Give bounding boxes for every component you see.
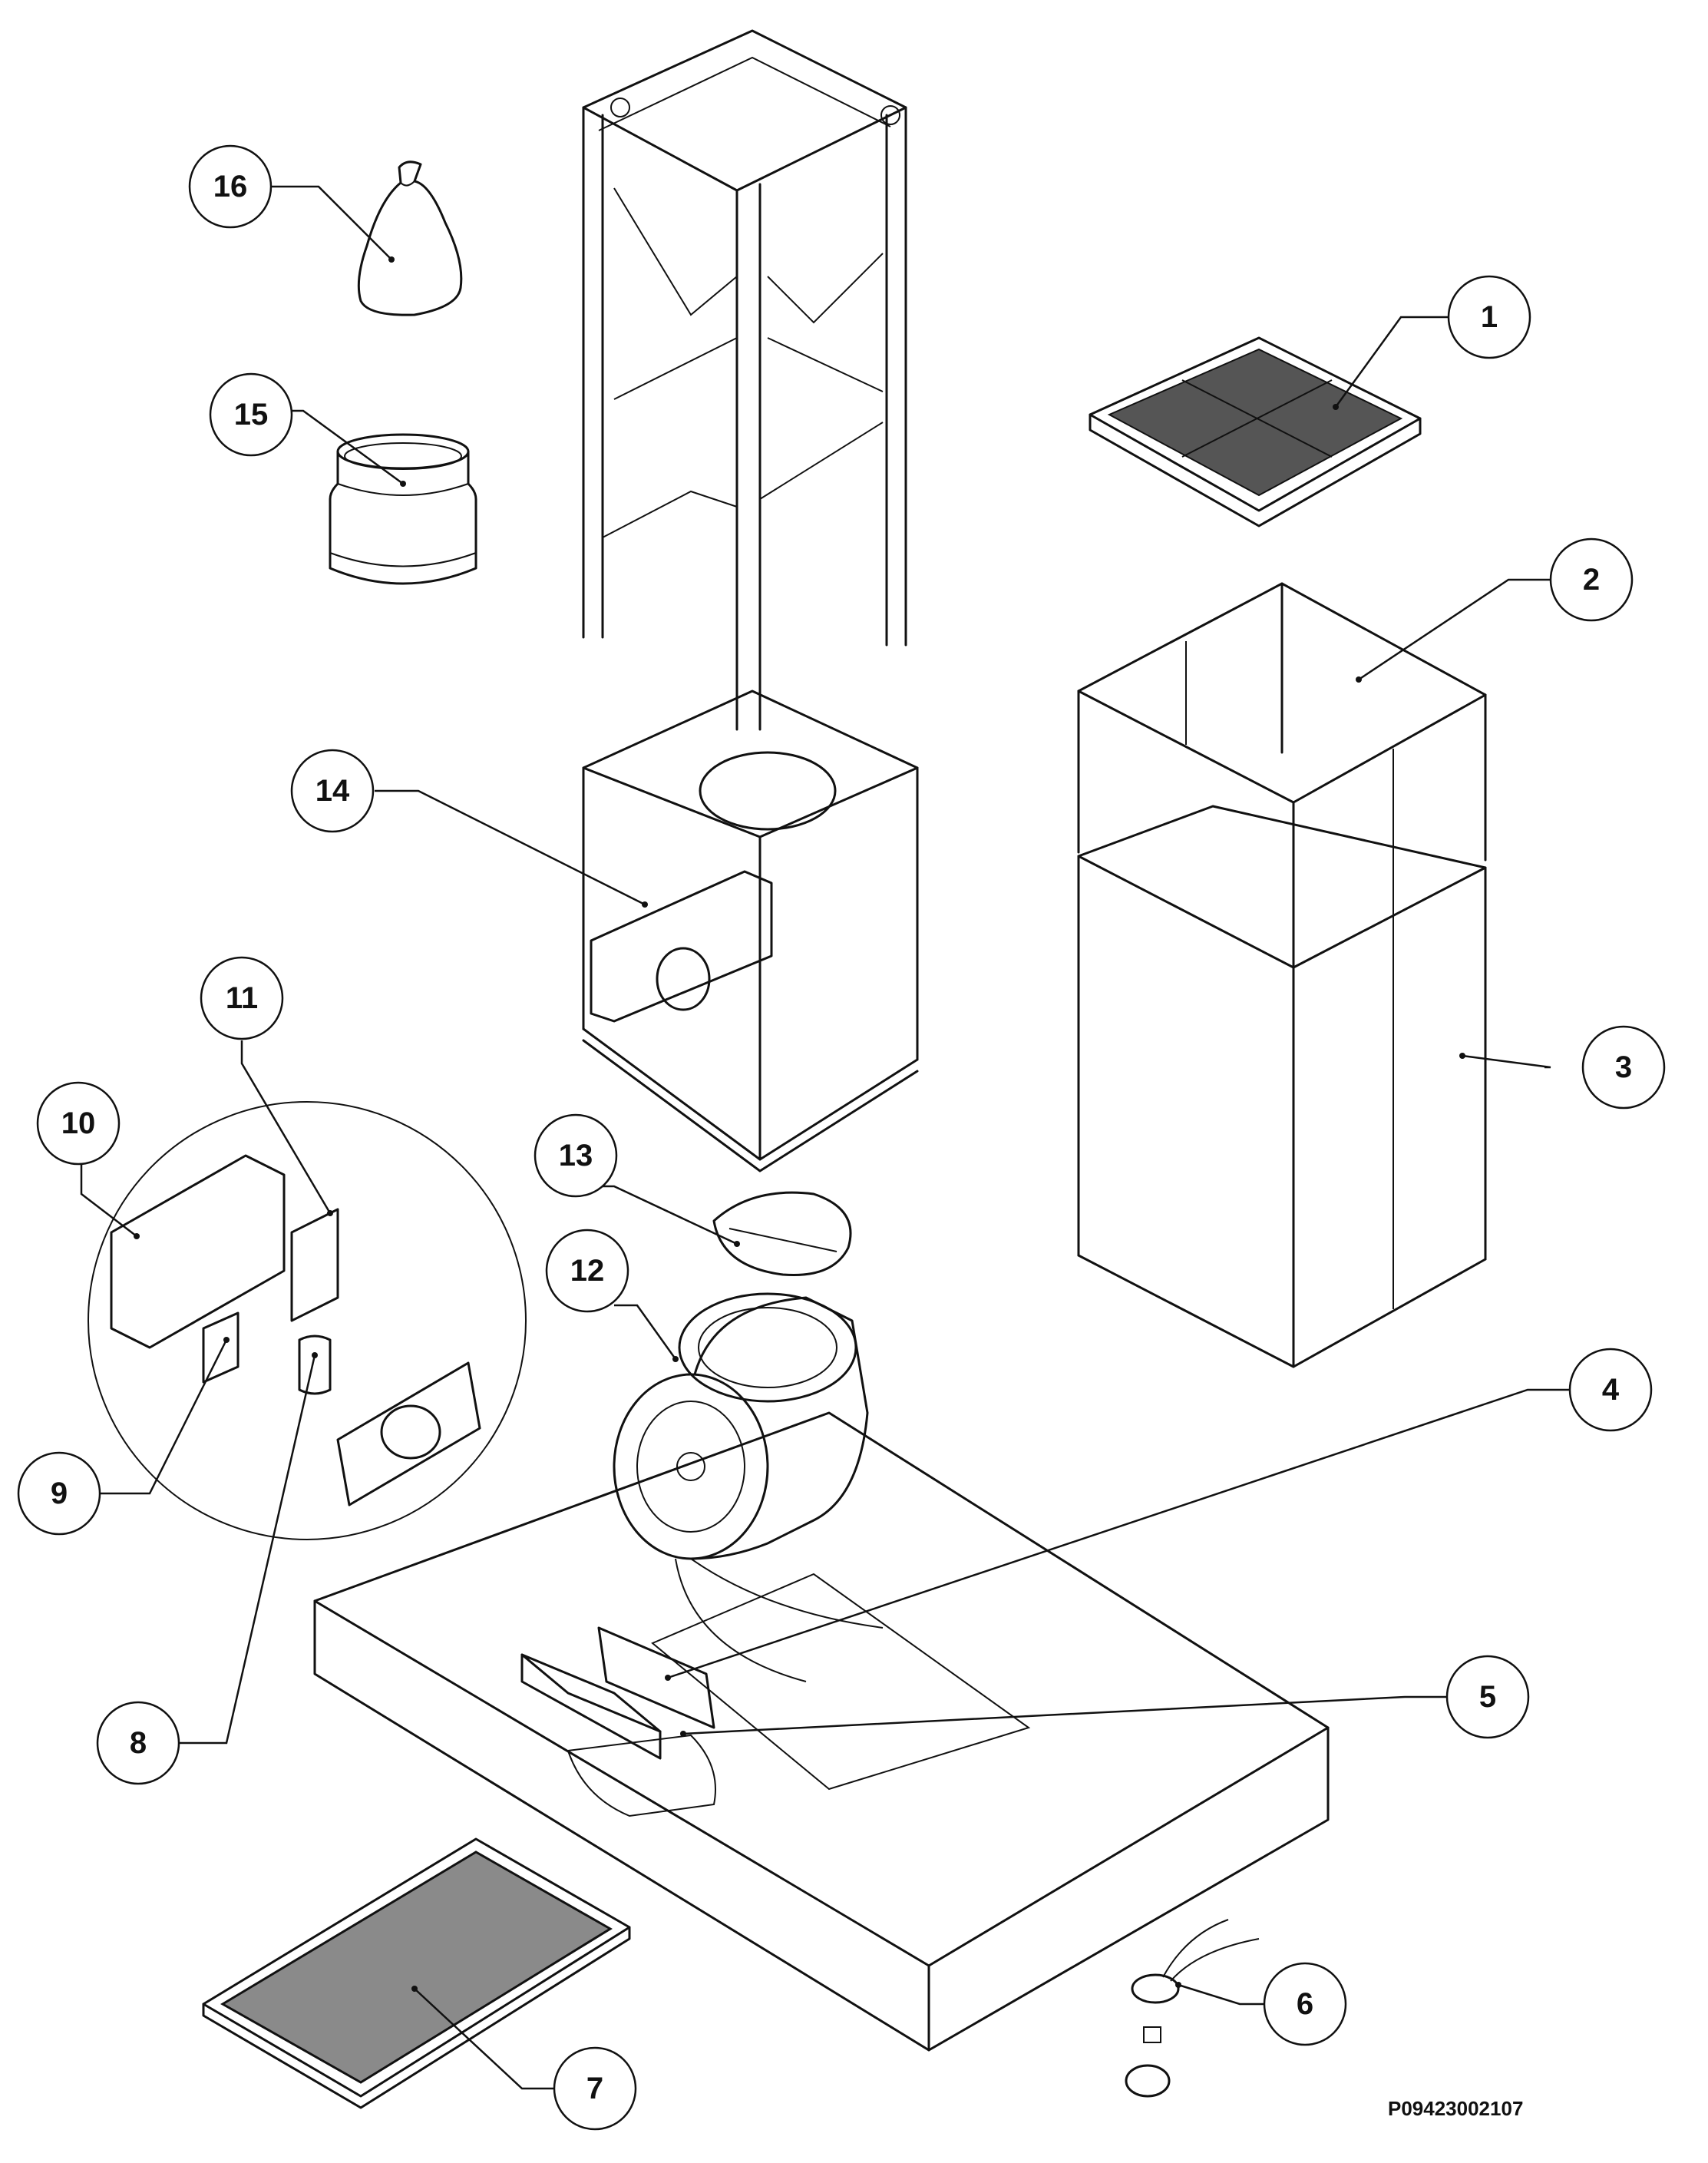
callout-15: 15 [209, 372, 293, 457]
callout-7: 7 [553, 2046, 637, 2131]
callout-label: 12 [570, 1254, 605, 1288]
callout-label: 6 [1297, 1987, 1313, 2021]
callout-label: 5 [1479, 1680, 1496, 1714]
callout-label: 7 [586, 2072, 603, 2105]
part-charcoal-filter [1089, 336, 1422, 528]
callout-8: 8 [96, 1701, 180, 1785]
callout-label: 8 [130, 1726, 147, 1760]
part-chimney-frame [582, 29, 907, 731]
callout-11: 11 [200, 956, 284, 1040]
callout-12: 12 [545, 1229, 629, 1313]
callout-1: 1 [1447, 275, 1531, 359]
callout-label: 3 [1615, 1050, 1632, 1084]
callout-label: 13 [559, 1139, 593, 1172]
part-motor-housing [582, 690, 919, 1172]
part-control-bracket [520, 1626, 715, 1760]
part-fan-motor [613, 1292, 884, 1682]
callout-label: 16 [213, 170, 248, 203]
callout-label: 4 [1602, 1373, 1620, 1407]
callout-label: 10 [61, 1106, 96, 1140]
part-lamp [1125, 1919, 1260, 2098]
part-duct-ring [329, 433, 477, 585]
callout-13: 13 [534, 1113, 618, 1198]
part-bag [357, 160, 463, 316]
callout-label: 14 [316, 774, 350, 808]
callout-14: 14 [290, 749, 375, 833]
part-lower-chimney [1077, 805, 1487, 1368]
callout-4: 4 [1568, 1348, 1653, 1432]
callout-2: 2 [1549, 537, 1634, 622]
part-electronics-group [88, 1101, 527, 1540]
callout-3: 3 [1581, 1025, 1666, 1110]
callout-9: 9 [17, 1451, 101, 1536]
part-hood-canopy [313, 1411, 1330, 2052]
callout-5: 5 [1445, 1655, 1530, 1739]
part-grease-filter [202, 1837, 631, 2109]
drawing-reference-code: P09423002107 [1388, 2097, 1523, 2120]
callout-label: 15 [234, 398, 269, 432]
callout-label: 11 [226, 981, 258, 1015]
part-backdraft-disc [712, 1191, 852, 1277]
callout-10: 10 [36, 1081, 121, 1166]
leader-lines [80, 185, 1570, 2090]
callout-6: 6 [1263, 1962, 1347, 2046]
callout-label: 1 [1481, 300, 1498, 334]
callout-label: 9 [51, 1477, 68, 1510]
callout-16: 16 [188, 144, 273, 229]
part-upper-chimney [1077, 582, 1487, 969]
callout-label: 2 [1583, 563, 1600, 597]
